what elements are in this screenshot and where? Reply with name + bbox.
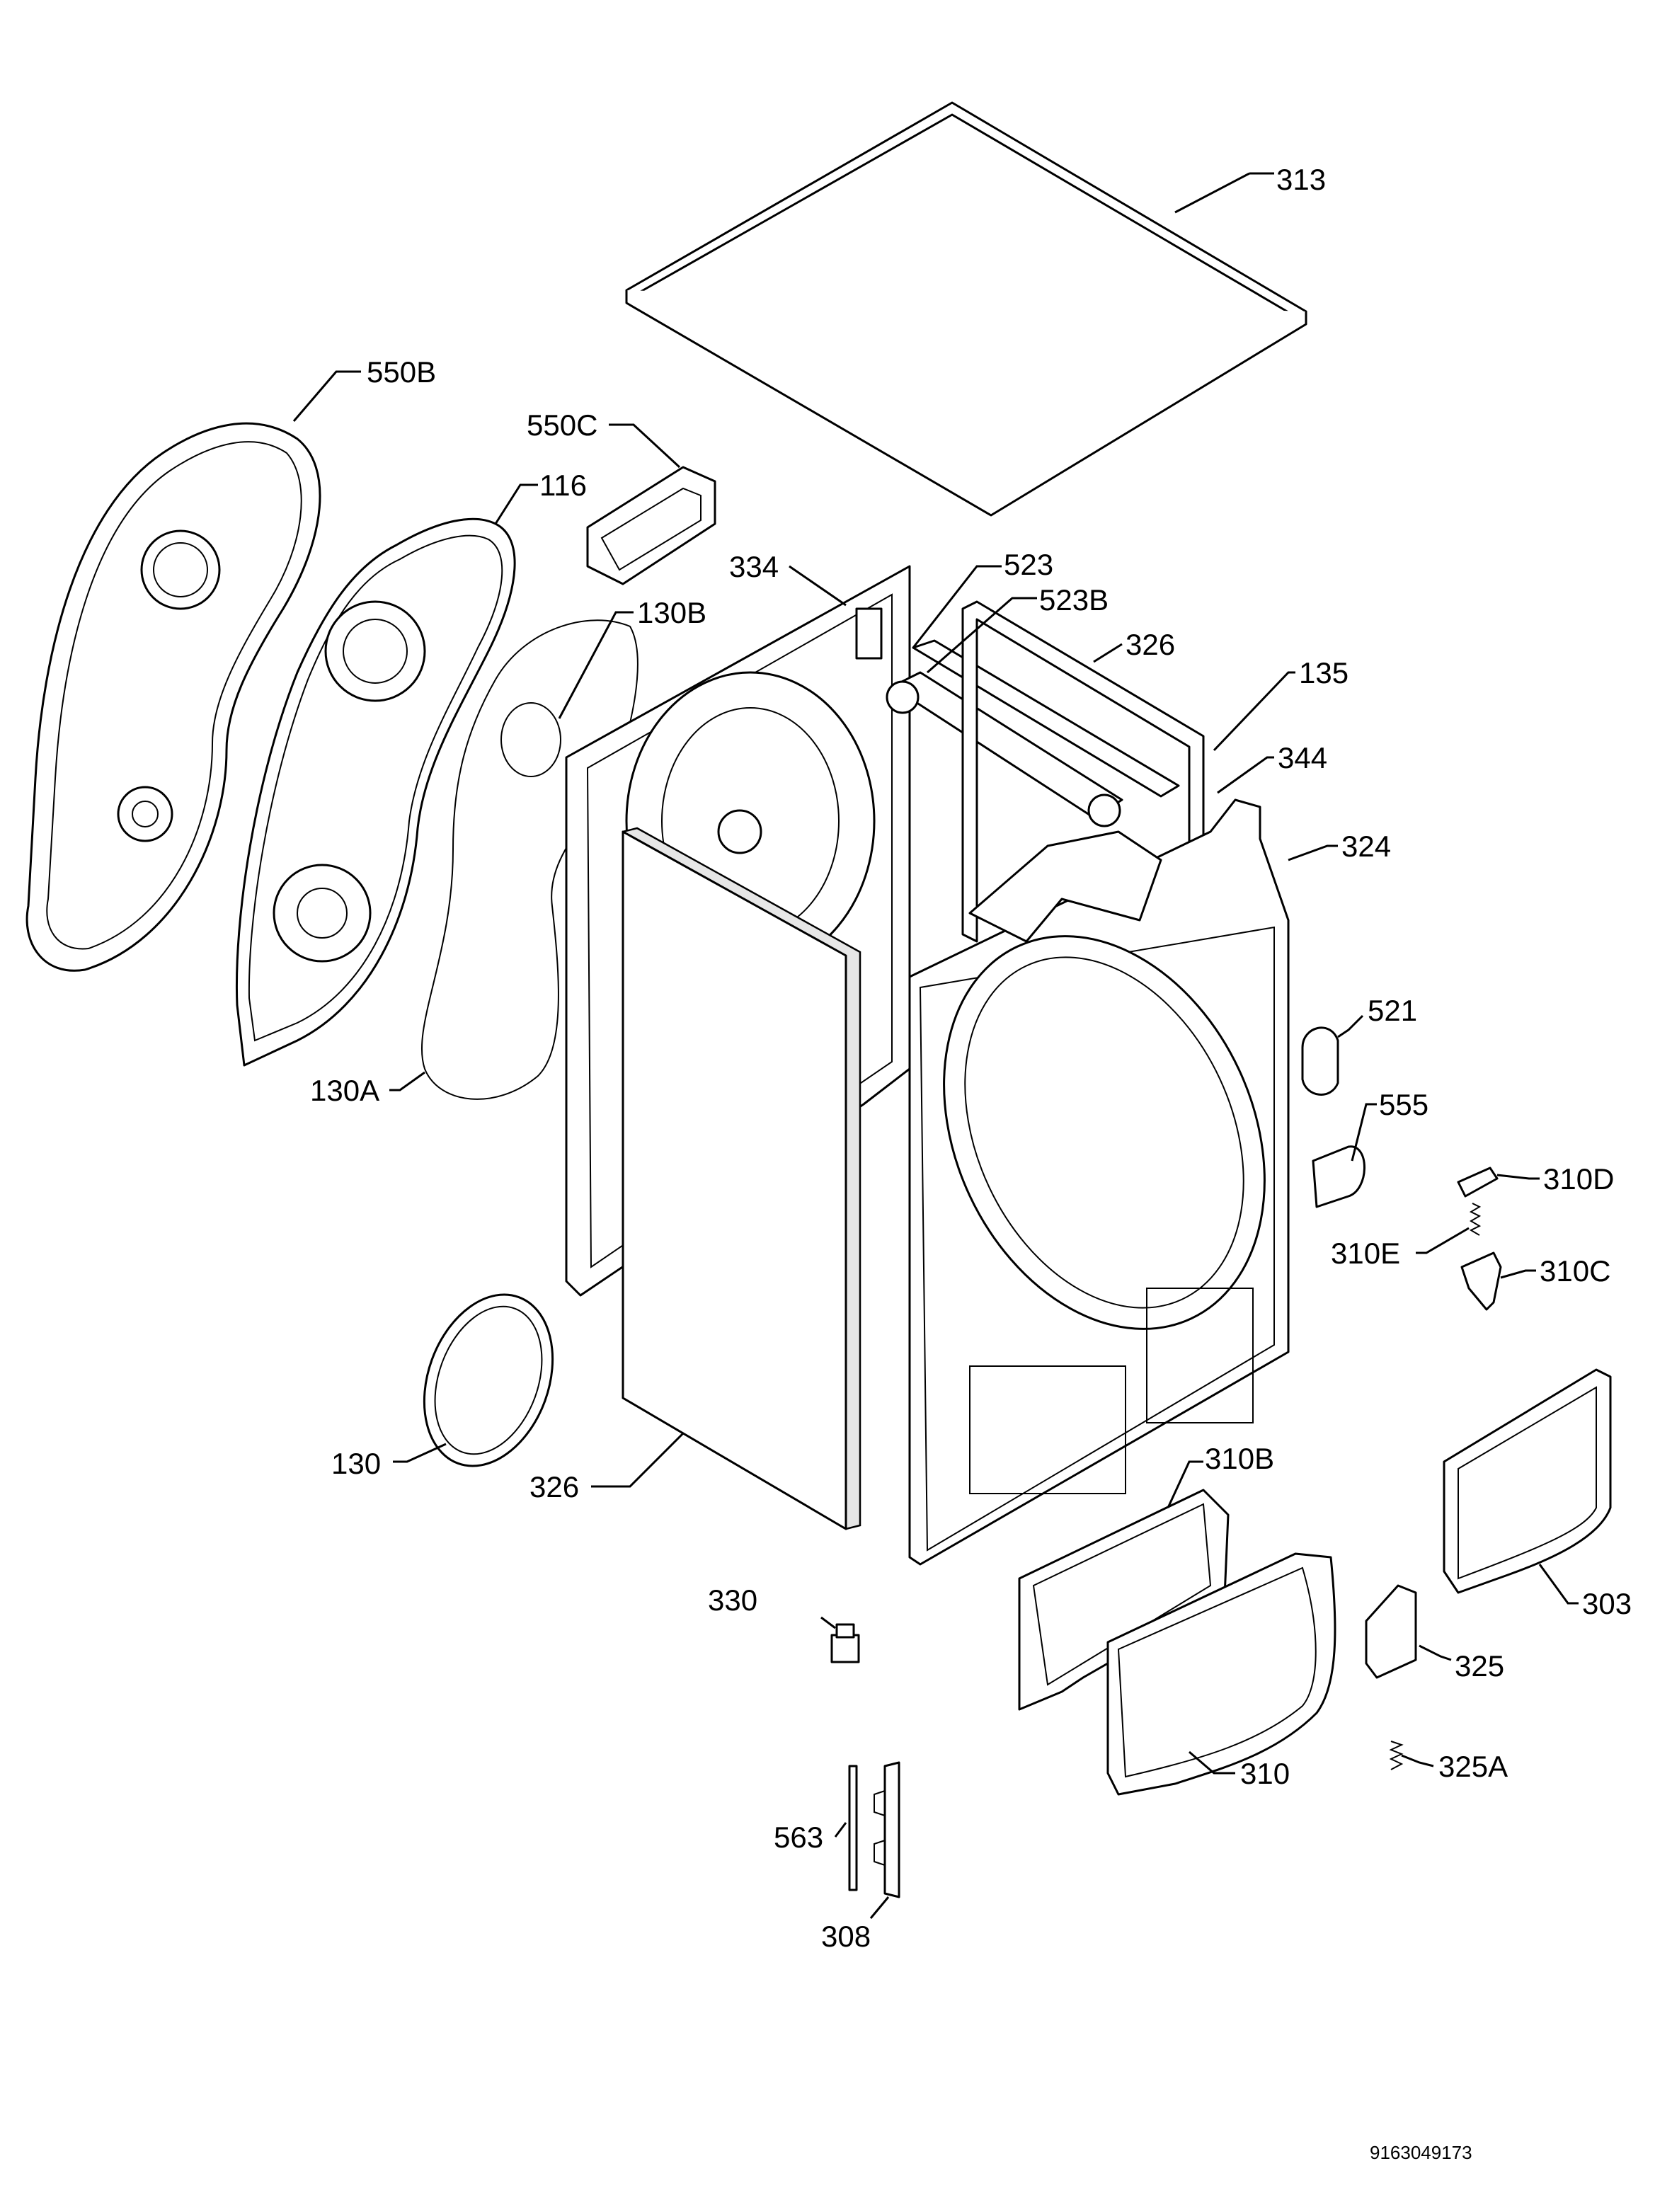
callout-labels: 313 550B 550C 116 334 523 523B 130B 326 …: [310, 163, 1632, 1953]
part-523B-rail: [912, 639, 1180, 798]
part-130B-ring: [500, 702, 561, 777]
part-550C-bracket: [586, 466, 716, 585]
callout-523: 523: [1004, 548, 1053, 581]
part-310E-spring: [1469, 1203, 1482, 1236]
callout-325A: 325A: [1438, 1750, 1508, 1783]
part-310C-latch: [1460, 1251, 1502, 1311]
callout-344: 344: [1278, 741, 1327, 774]
callout-324: 324: [1341, 830, 1391, 863]
callout-334: 334: [729, 550, 779, 583]
callout-135: 135: [1299, 656, 1349, 689]
callout-130: 130: [331, 1447, 381, 1480]
callout-310E: 310E: [1331, 1237, 1400, 1270]
part-308-bracket: [874, 1761, 900, 1898]
part-135-drum-front: [968, 830, 1162, 943]
part-521-cover: [1301, 1026, 1339, 1096]
part-550B-rear-housing: [25, 422, 321, 972]
callout-326-top: 326: [1126, 628, 1175, 661]
callout-326-side: 326: [529, 1470, 579, 1503]
part-555-cover: [1312, 1145, 1365, 1208]
callout-310B: 310B: [1205, 1442, 1274, 1475]
callout-313: 313: [1276, 163, 1326, 196]
callout-325: 325: [1455, 1649, 1504, 1683]
part-313-top-cover: [625, 101, 1307, 517]
callout-550C: 550C: [527, 408, 597, 442]
part-324-front-frame: [908, 798, 1290, 1566]
callout-130B: 130B: [637, 596, 706, 629]
callout-116: 116: [539, 469, 587, 502]
part-563-rod: [848, 1765, 858, 1891]
leader-lines: [292, 172, 1579, 1919]
document-number: 9163049173: [1370, 2142, 1472, 2163]
part-130-drum-seal: [423, 1293, 554, 1467]
part-326-side-panel: [622, 827, 861, 1530]
callout-310D: 310D: [1543, 1162, 1614, 1196]
callout-303: 303: [1582, 1587, 1632, 1620]
callout-523B: 523B: [1039, 583, 1109, 617]
part-310D-latch: [1457, 1167, 1499, 1198]
callout-130A: 130A: [310, 1074, 379, 1107]
callout-308: 308: [821, 1920, 871, 1953]
callout-330: 330: [708, 1583, 757, 1617]
callout-563: 563: [774, 1821, 823, 1854]
callout-310: 310: [1240, 1757, 1290, 1790]
part-310-drawer-front: [1106, 1552, 1336, 1796]
callout-550B: 550B: [367, 355, 436, 389]
part-325-hinge: [1365, 1584, 1417, 1679]
part-116-rear-panel: [236, 517, 516, 1067]
part-523-rail: [886, 671, 1123, 827]
callout-555: 555: [1379, 1088, 1428, 1121]
part-303-side-cover: [1443, 1368, 1612, 1594]
part-325A-spring: [1389, 1741, 1404, 1770]
part-330-foot: [830, 1623, 860, 1663]
callout-521: 521: [1368, 994, 1417, 1027]
callout-310C: 310C: [1540, 1254, 1610, 1288]
